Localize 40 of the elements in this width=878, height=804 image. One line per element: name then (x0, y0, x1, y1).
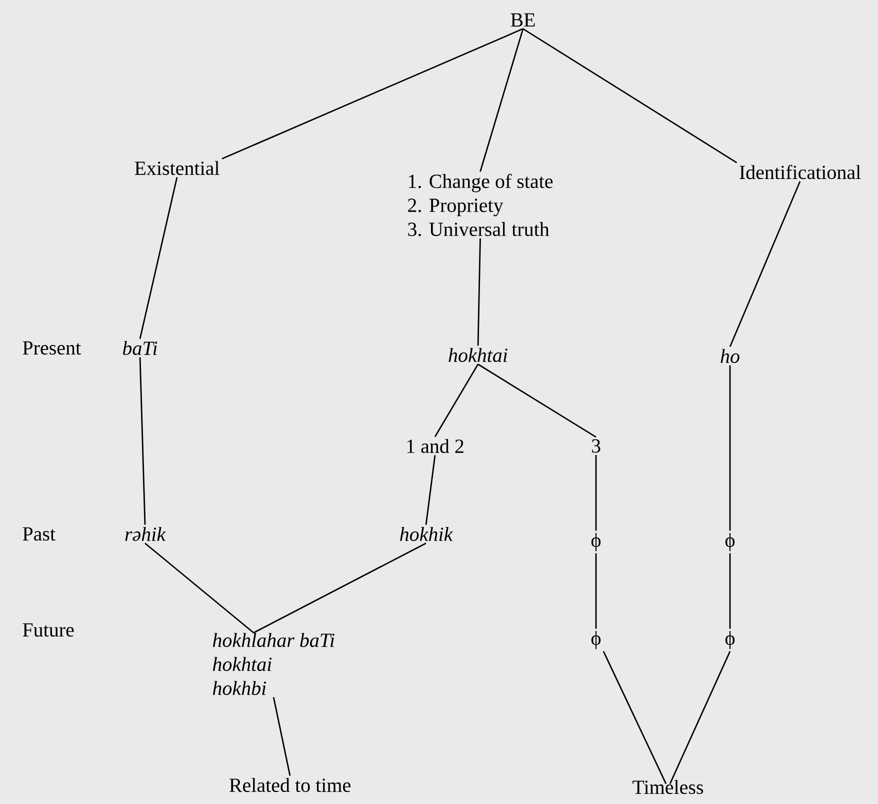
word-list: hokhlahar baTi hokhtai hokhbi (212, 632, 334, 696)
tree-branch (272, 697, 291, 776)
node-label: Identificational (740, 164, 861, 180)
row-label: Present (22, 341, 81, 355)
node-label: ϕ (591, 532, 601, 552)
tree-branch (139, 357, 146, 525)
tree-branch (425, 455, 436, 525)
node-label: hokhik (400, 526, 453, 542)
node-label: ho (720, 348, 740, 364)
root-label: BE (510, 13, 535, 27)
row-label: Past (22, 527, 56, 541)
tree-branch (139, 177, 178, 339)
tree-branch (480, 28, 524, 172)
node-label: ϕ (591, 630, 601, 650)
tree-branch (729, 181, 801, 348)
tree-branch (729, 365, 731, 531)
node-label: 3 (592, 439, 600, 453)
node-label: ϕ (725, 630, 735, 650)
node-label: 1 and 2 (407, 438, 464, 454)
tree-branch (522, 28, 738, 164)
tree-branch (222, 28, 524, 160)
tree-branch (478, 364, 596, 438)
node-label: Timeless (632, 780, 704, 794)
node-label: baTi (122, 340, 158, 356)
tree-branch (477, 238, 481, 346)
numbered-list: 1. Change of state 2. Propriety 3. Universal truth (408, 174, 553, 236)
tree-branch (253, 542, 426, 634)
tree-branch (595, 454, 597, 531)
tree-branch (434, 364, 479, 438)
tree-branch (602, 650, 667, 784)
tree-branch (595, 553, 597, 629)
node-label: Related to time (230, 778, 350, 792)
node-label: ϕ (725, 532, 735, 552)
row-label: Future (22, 623, 74, 637)
node-label: rəhik (125, 526, 166, 542)
tree-branch (669, 651, 731, 784)
tree-branch (144, 542, 254, 634)
node-label: hokhtai (448, 348, 508, 362)
node-label: Existential (134, 160, 220, 176)
tree-branch (729, 553, 731, 629)
